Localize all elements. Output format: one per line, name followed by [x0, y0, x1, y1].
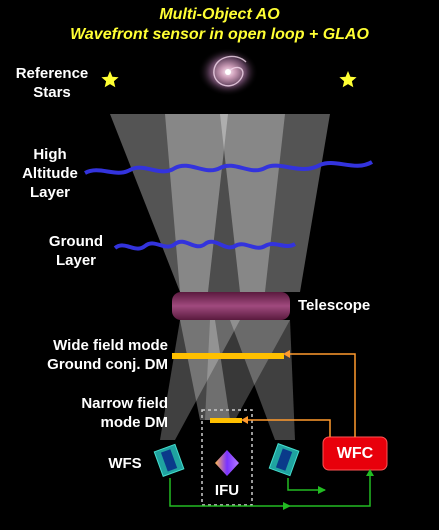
telescope-icon: [172, 292, 290, 320]
label-wide-field-mode: Wide field mode Ground conj. DM: [0, 336, 168, 374]
diagram-title-line1: Multi-Object AO: [159, 6, 280, 23]
label-line: Ground conj. DM: [47, 356, 168, 373]
ifu-prism-icon: [215, 450, 239, 476]
wfs-to-wfc-lines: [169, 470, 371, 507]
high-altitude-layer-wave: [84, 160, 374, 175]
ifu-box: [201, 409, 253, 506]
arrow-head: [283, 502, 291, 510]
label-reference-stars: Reference Stars: [4, 64, 100, 102]
wfs-left-icon: [153, 443, 185, 477]
label-line: mode DM: [100, 414, 169, 431]
label-narrow-field-mode: Narrow field mode DM: [0, 394, 168, 432]
wfc-to-dm-lines: [248, 353, 356, 437]
arrow-head: [318, 486, 326, 494]
label-line: Wide field mode: [53, 337, 168, 354]
label-high-altitude-layer: High Altitude Layer: [4, 145, 96, 202]
diagram-title-line2: Wavefront sensor in open loop + GLAO: [70, 26, 369, 43]
label-line: Altitude: [22, 165, 78, 182]
star-icon-left: [101, 71, 119, 88]
label-line: Ground: [48, 233, 104, 250]
ground-layer-wave: [113, 239, 297, 251]
arrow-head: [241, 416, 248, 424]
label-line: Stars: [33, 84, 71, 101]
light-beams: [110, 114, 330, 440]
narrow-field-dm: [210, 418, 242, 423]
star-icon-right: [339, 71, 357, 88]
arrow-head: [283, 350, 290, 358]
wfs-right-icon: [268, 443, 300, 477]
label-wfs: WFS: [108, 455, 142, 472]
label-line: Layer: [29, 184, 71, 201]
wide-field-dm: [172, 353, 284, 359]
label-line: Narrow field: [81, 395, 168, 412]
label-ifu: IFU: [214, 482, 240, 499]
label-line: High: [33, 146, 67, 163]
label-telescope: Telescope: [298, 297, 371, 314]
arrow-head: [366, 469, 374, 476]
label-wfc: WFC: [336, 445, 374, 462]
galaxy-icon: [198, 48, 258, 96]
label-line: Layer: [55, 252, 97, 269]
label-ground-layer: Ground Layer: [30, 232, 122, 270]
label-line: Reference: [15, 65, 89, 82]
